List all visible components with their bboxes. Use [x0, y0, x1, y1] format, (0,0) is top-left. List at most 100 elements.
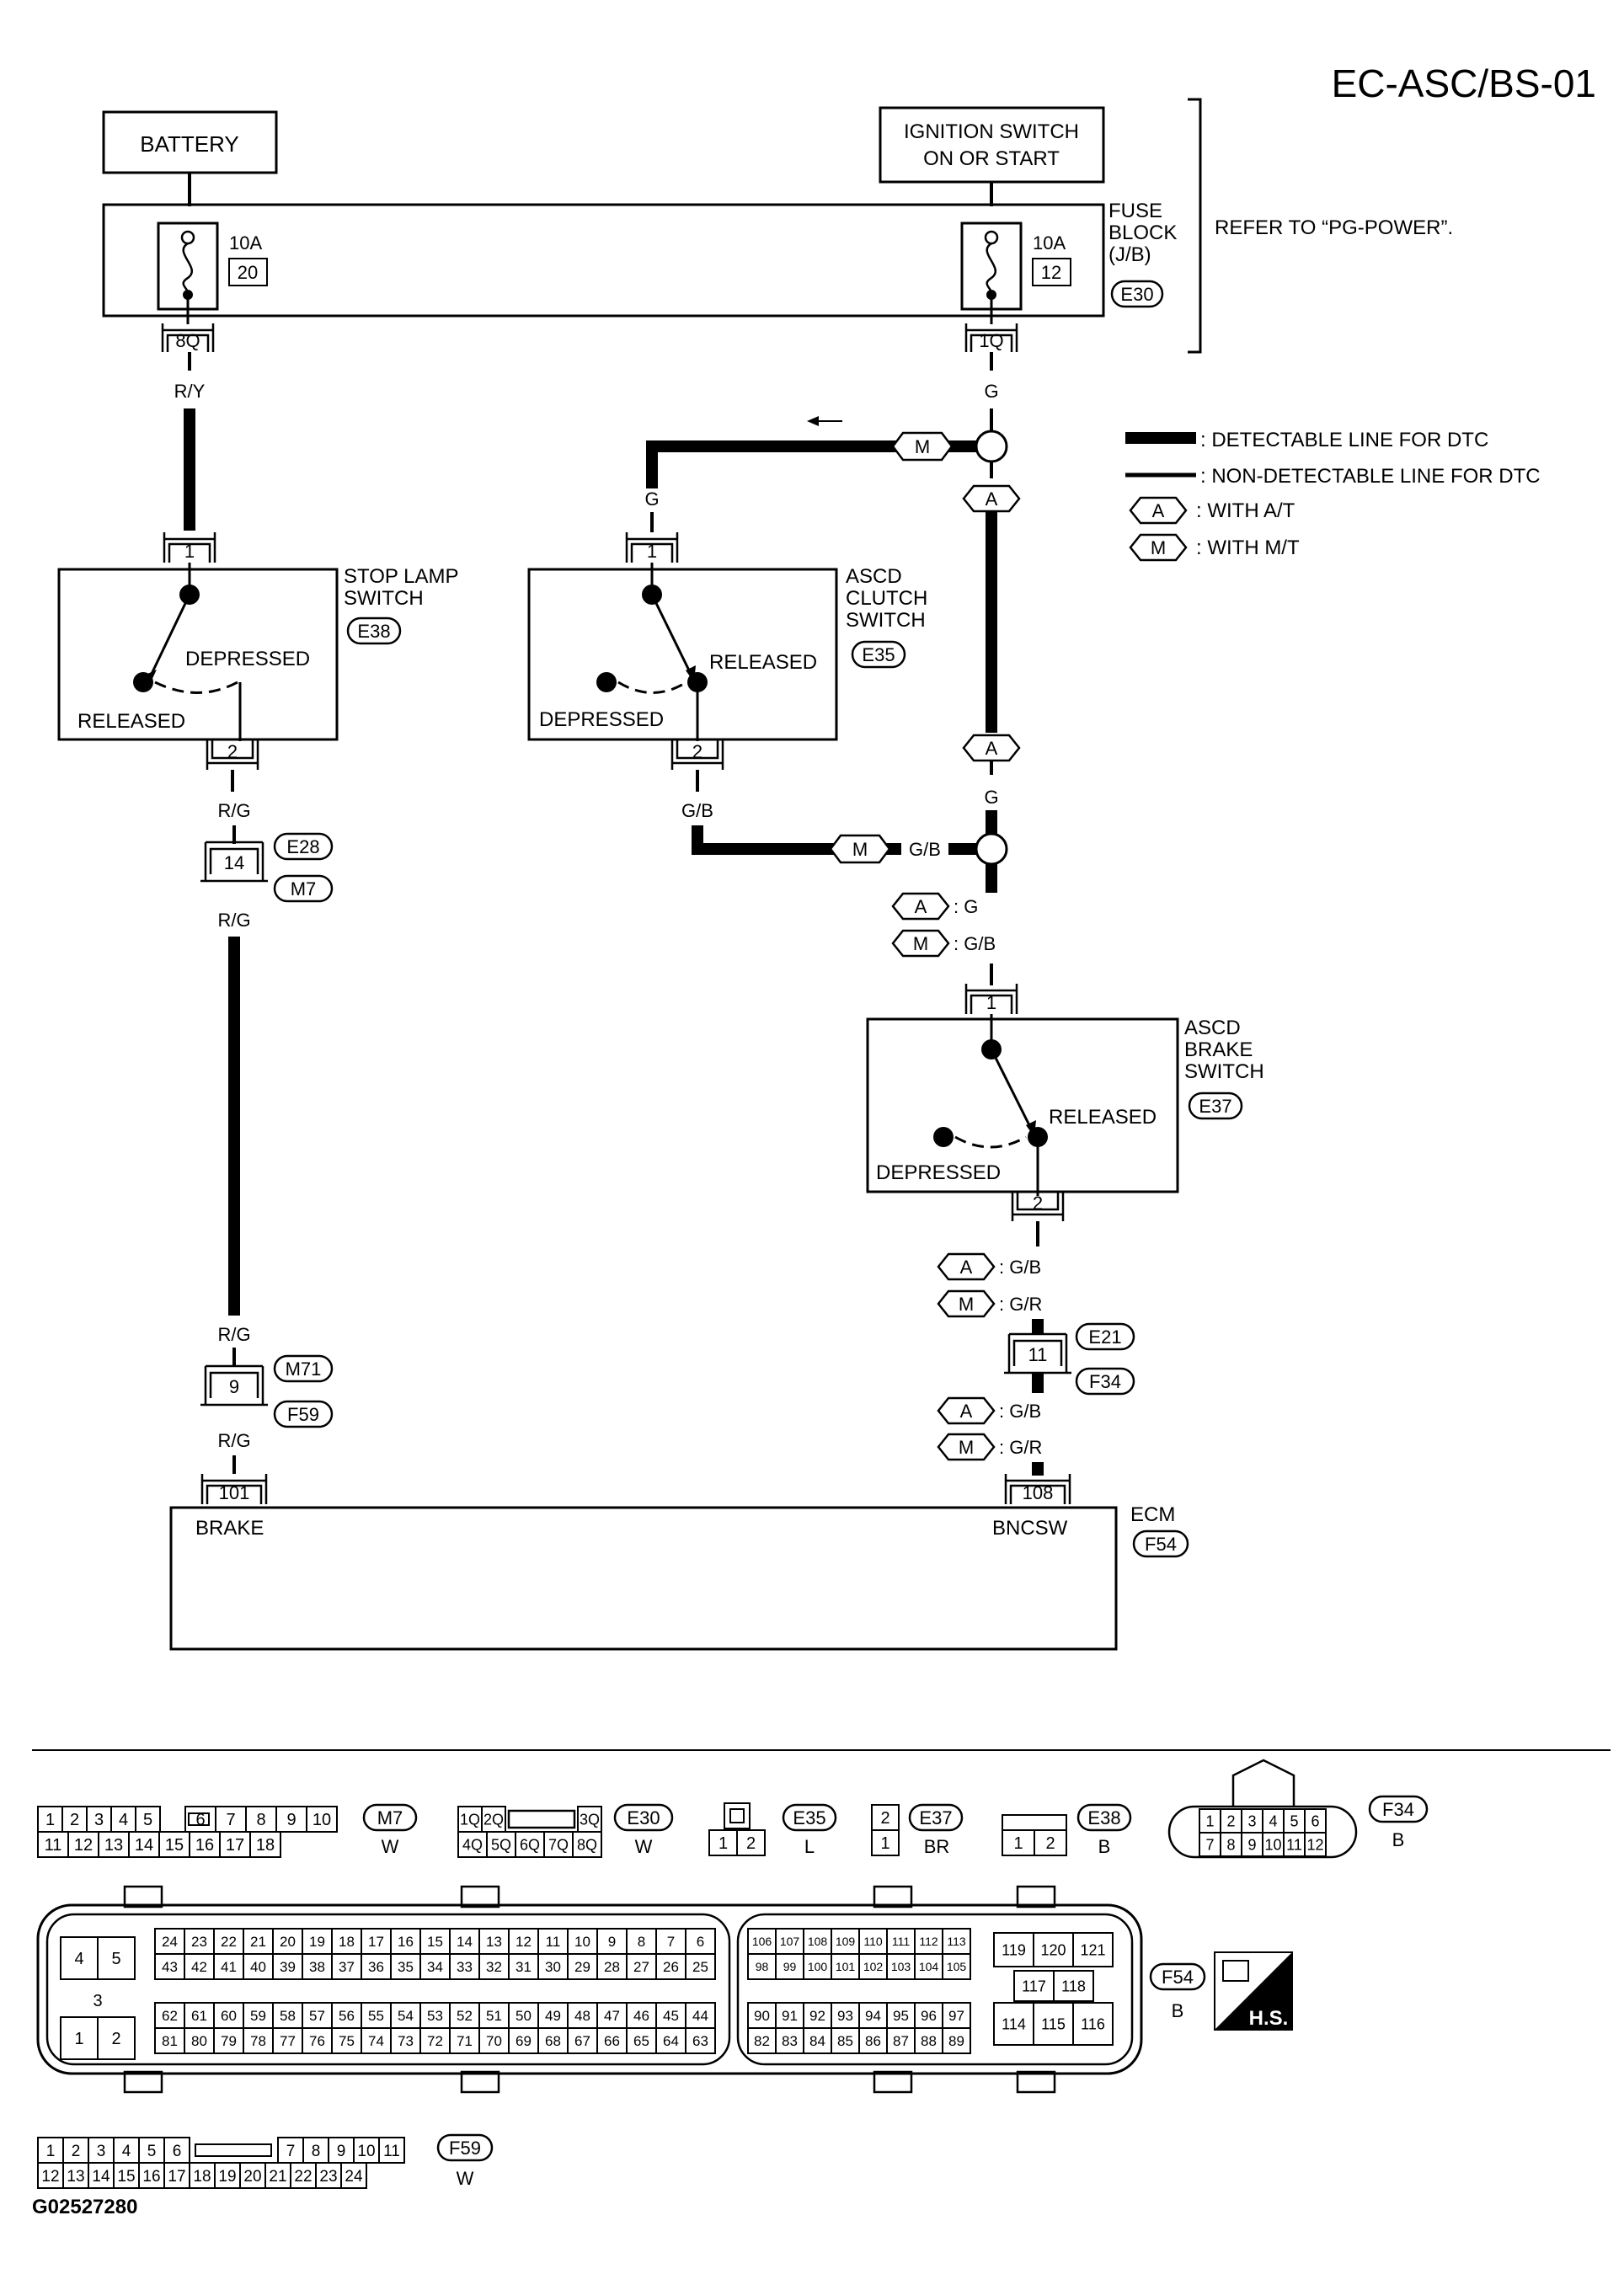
fuse-left-number-box [228, 258, 268, 286]
conn-f54-pin-107: 107 [780, 1935, 800, 1948]
conn-e21-f34-pin: 11 [1028, 1344, 1048, 1365]
conn-f54-pin-38: 38 [309, 1959, 325, 1975]
conn-f54-pin-5-cell [97, 1936, 136, 1980]
ignition-switch-box [879, 106, 1105, 184]
conn-m7-label: M7 [291, 878, 317, 899]
conn-e35-pin-1: 1 [719, 1834, 728, 1853]
wire-g-label-2: G [984, 787, 998, 808]
stop-lamp-label-2: SWITCH [344, 587, 424, 610]
conn-f54-pin-76: 76 [309, 2033, 325, 2049]
conn-f34-pin-10: 10 [1264, 1836, 1281, 1853]
conn-f54-pin-19: 19 [309, 1934, 325, 1950]
at-symbol-5-shape [937, 1396, 996, 1425]
conn-f54-pin-18: 18 [339, 1934, 355, 1950]
conn-f54-pin-49: 49 [545, 2008, 561, 2024]
conn-m7-pin-10-cell [306, 1806, 338, 1833]
conn-f54-pin-59: 59 [250, 2008, 266, 2024]
conn-f34-pin-7: 7 [1205, 1836, 1214, 1853]
wire-g-label-1: G [984, 381, 998, 402]
stop-lamp-state-released: RELEASED [77, 710, 185, 733]
legend-at-shape [1129, 496, 1188, 525]
conn-8q-bracket [161, 323, 215, 352]
conn-f54-pin-27: 27 [633, 1959, 649, 1975]
conn-f54-pin-5: 5 [111, 1950, 120, 1968]
conn-f54-pin-45: 45 [663, 2008, 679, 2024]
conn-f54-pin-106: 106 [752, 1935, 772, 1948]
conn-f54-latch-6 [460, 2070, 500, 2094]
wire-gb-label-splice: G/B [909, 839, 941, 860]
conn-e30-pin-3q: 3Q [580, 1811, 600, 1828]
conn-f54-pin-81: 81 [162, 2033, 178, 2049]
wire-m-gr-label-1: : G/R [999, 1294, 1042, 1315]
conn-e30-pin-8Q: 8Q [577, 1836, 597, 1853]
conn-f34-pin-12: 12 [1306, 1836, 1323, 1853]
stop-lamp-pin1-bracket [163, 532, 216, 563]
conn-f54-pin-75: 75 [339, 2033, 355, 2049]
conn-m71-label: M71 [286, 1359, 322, 1380]
conn-f54-pin-108: 108 [808, 1935, 828, 1948]
conn-m7-pin-9: 9 [286, 1811, 296, 1829]
conn-f54-pin-100: 100 [808, 1960, 828, 1973]
conn-e30-pin-4Q: 4Q [462, 1836, 483, 1853]
conn-f59-pin-6: 6 [173, 2143, 182, 2160]
conn-m7-pin-10: 10 [313, 1811, 331, 1829]
brake-sw-label-3: SWITCH [1184, 1060, 1264, 1083]
fuse-left-top-terminal [180, 230, 195, 245]
fuse-right-amp: 10A [1033, 232, 1066, 254]
conn-f59-view-id: F59 [449, 2138, 481, 2159]
conn-e30-lock-tab [507, 1809, 576, 1829]
clutch-pin1-bracket [625, 532, 679, 563]
brake-sw-contact-depressed [933, 1127, 954, 1147]
hs-connector-icon [1222, 1960, 1249, 1982]
wire-gb-label-clutch: G/B [681, 800, 713, 821]
conn-m7-pin-4: 4 [119, 1811, 128, 1829]
fuse-block-label-1: FUSE [1108, 200, 1162, 222]
conn-f54-latch-1 [123, 1885, 163, 1908]
conn-f54-pin-96: 96 [921, 2008, 937, 2024]
conn-e28-badge [273, 832, 334, 861]
conn-f54-pin-31: 31 [516, 1959, 532, 1975]
hs-badge-corner-icon [1215, 1952, 1292, 2030]
conn-f54-pin-86: 86 [865, 2033, 881, 2049]
conn-f54-pin-89-cell [942, 2027, 971, 2054]
conn-f54-pin-14: 14 [457, 1934, 473, 1950]
conn-f54-pin-8: 8 [638, 1934, 645, 1950]
ecm-box [169, 1506, 1118, 1651]
conn-e37-pin-2: 2 [880, 1809, 889, 1828]
conn-e35-lock-tab [729, 1808, 745, 1823]
fuse-block-connector-badge [1110, 280, 1164, 308]
conn-e37-view-id: E37 [919, 1807, 952, 1828]
conn-f34-pin-2: 2 [1226, 1812, 1235, 1829]
conn-e28-m7-pin: 14 [224, 852, 244, 873]
conn-e35-view-color: L [804, 1836, 815, 1857]
wire-ry-label: R/Y [174, 381, 206, 402]
conn-f59-pin-9: 9 [337, 2143, 346, 2160]
conn-f54-pin-78: 78 [250, 2033, 266, 2049]
conn-f59-pin-14: 14 [92, 2168, 110, 2186]
conn-f34-pin-8: 8 [1226, 1836, 1235, 1853]
conn-f59-pin-16: 16 [142, 2168, 160, 2186]
conn-f34-pin-12-cell [1304, 1832, 1327, 1857]
conn-f54-pin-2: 2 [111, 2030, 120, 2048]
wire-m-gr-label-2: : G/R [999, 1437, 1042, 1458]
conn-f54-pin-77: 77 [280, 2033, 296, 2049]
ecm-terminal-bncsw: BNCSW [992, 1517, 1068, 1540]
ignition-switch-label-1: IGNITION SWITCH [904, 120, 1079, 143]
conn-e35-view-badge [782, 1803, 837, 1832]
conn-f54-pin-10: 10 [574, 1934, 590, 1950]
conn-e30-pin-5Q: 5Q [491, 1836, 511, 1853]
conn-e38-pin-2-cell [1034, 1829, 1067, 1856]
conn-f59-pin-5: 5 [147, 2143, 157, 2160]
conn-f54-pin-53: 53 [427, 2008, 443, 2024]
conn-f54-pin-120: 120 [1040, 1941, 1066, 1958]
conn-e38-pin-1: 1 [1013, 1834, 1023, 1853]
conn-f54-pin-1: 1 [74, 2030, 83, 2048]
stop-lamp-state-depressed: DEPRESSED [185, 648, 310, 670]
conn-f54-pin-56: 56 [339, 2008, 355, 2024]
ecm-pin101: 101 [219, 1482, 250, 1503]
conn-f54-latch-4 [1016, 1885, 1056, 1908]
stop-lamp-dashed-arc [154, 681, 238, 694]
conn-f54-pin-4: 4 [74, 1950, 83, 1968]
conn-m71-f59-pin: 9 [229, 1376, 239, 1397]
conn-f54-pin-94: 94 [865, 2008, 881, 2024]
